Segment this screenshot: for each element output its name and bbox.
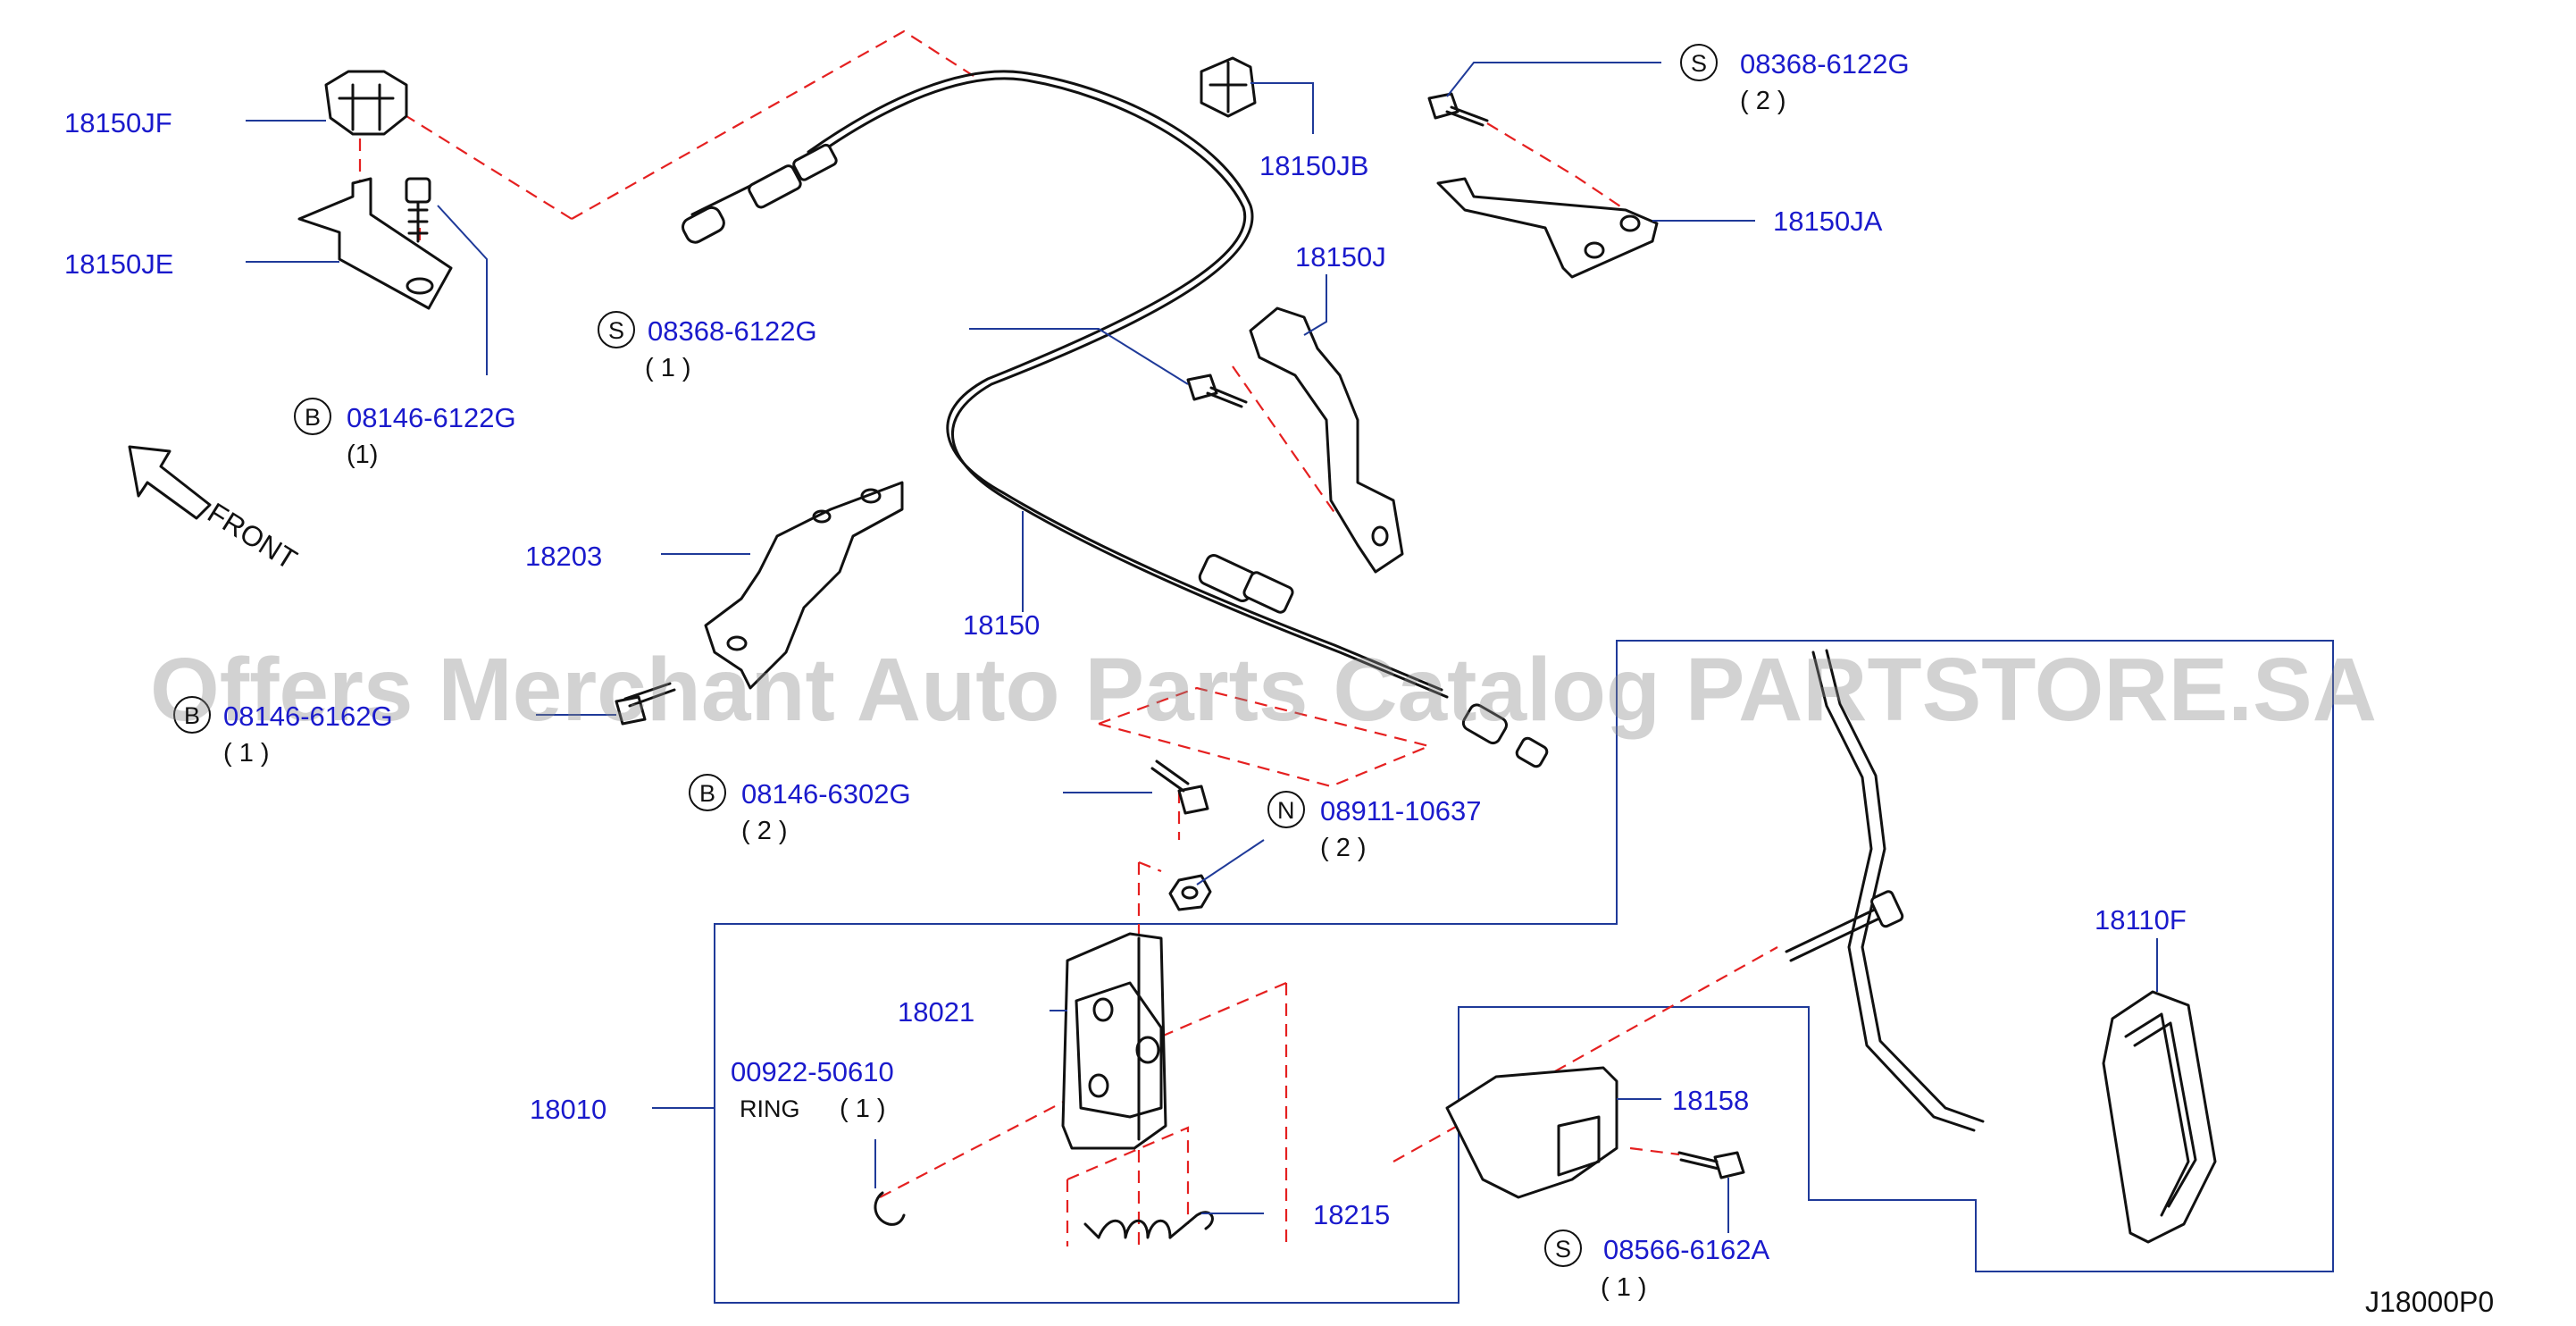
code-s-low: S [1555, 1236, 1571, 1263]
qty-b-left: (1) [347, 441, 378, 469]
label-18215: 18215 [1313, 1199, 1390, 1230]
label-18150JB: 18150JB [1259, 150, 1368, 181]
bracket-18203-drawing [704, 481, 904, 690]
accelerator-cable-drawing [682, 70, 1549, 768]
qty-s-low: ( 1 ) [1601, 1273, 1647, 1302]
code-b-wm: B [184, 702, 200, 729]
spring-18215-drawing [1083, 1211, 1214, 1239]
bolt-low-drawing [1677, 1151, 1745, 1179]
part-s-mid: 08368-6122G [648, 315, 817, 347]
ring-drawing [874, 1191, 906, 1226]
clip-18150JF-drawing [324, 70, 408, 136]
part-s-top: 08368-6122G [1740, 48, 1910, 80]
clip-18150JB-drawing [1200, 56, 1257, 118]
label-18150J: 18150J [1295, 241, 1386, 273]
bolt-b-mid-drawing [1150, 760, 1209, 815]
pedal-bracket-18021-drawing [1061, 932, 1167, 1150]
qty-b-mid: ( 2 ) [741, 817, 788, 845]
bracket-18150JA-drawing [1436, 177, 1659, 279]
qty-s-top: ( 2 ) [1740, 87, 1786, 115]
stopper-18158-drawing [1445, 1066, 1618, 1199]
bolt-top-drawing [1427, 92, 1489, 127]
label-18150JA: 18150JA [1773, 206, 1883, 237]
leader-lines [246, 62, 2158, 1233]
part-n-mid: 08911-10637 [1320, 795, 1481, 827]
front-label: FRONT [202, 496, 303, 575]
qty-s-mid: ( 1 ) [645, 354, 691, 382]
bracket-18150J-drawing [1249, 306, 1404, 574]
accelerator-lever-drawing [1785, 649, 1985, 1132]
code-s-top: S [1691, 50, 1707, 77]
label-18150JE: 18150JE [64, 248, 173, 280]
front-arrow-icon [128, 445, 212, 520]
label-18021: 18021 [898, 996, 974, 1028]
assembly-box-18010 [714, 640, 2334, 1304]
label-18150: 18150 [963, 609, 1040, 641]
label-18150JF: 18150JF [64, 107, 172, 138]
code-n-mid: N [1277, 797, 1295, 824]
label-18110F: 18110F [2095, 904, 2187, 936]
label-ring: RING [740, 1095, 800, 1122]
part-b-left: 08146-6122G [347, 402, 516, 433]
label-ring-qty: ( 1 ) [840, 1095, 886, 1123]
label-18203: 18203 [525, 541, 602, 572]
label-00922-50610: 00922-50610 [731, 1056, 894, 1087]
watermark-text: Offers Merchant Auto Parts Catalog PARTS… [150, 640, 2377, 740]
bolt-wm-drawing [615, 682, 676, 726]
qty-n-mid: ( 2 ) [1320, 834, 1367, 862]
qty-b-wm: ( 1 ) [223, 739, 270, 768]
part-b-mid: 08146-6302G [741, 778, 911, 810]
bolt-mid-drawing [1186, 373, 1248, 408]
code-s-mid: S [608, 317, 624, 344]
nut-n-drawing [1168, 874, 1212, 911]
label-18010: 18010 [530, 1094, 606, 1125]
code-b-left: B [305, 404, 321, 431]
fastener-code-circles [173, 44, 1718, 1267]
bracket-18150JE-drawing [297, 177, 453, 310]
pedal-pad-18110F-drawing [2102, 990, 2217, 1244]
diagram-code: J18000P0 [2365, 1286, 2494, 1318]
part-b-wm: 08146-6162G [223, 701, 393, 732]
code-b-mid: B [699, 780, 715, 807]
label-18158: 18158 [1672, 1085, 1749, 1116]
part-s-low: 08566-6162A [1603, 1234, 1769, 1265]
